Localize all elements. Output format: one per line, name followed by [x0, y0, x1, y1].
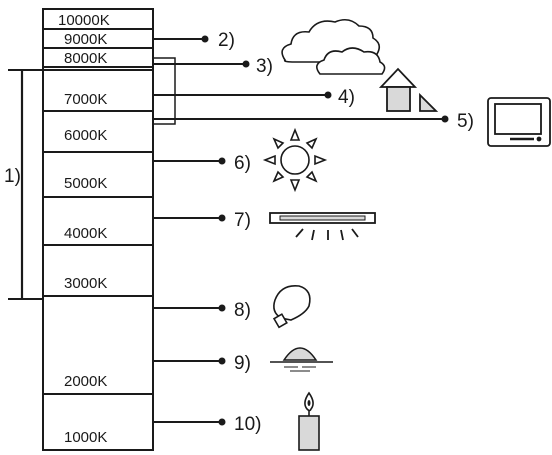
leader-dot: [218, 157, 226, 165]
cloud-icon: [281, 18, 386, 75]
scale-label-5000k: 5000K: [64, 175, 107, 192]
callout-label-7: 7): [234, 210, 251, 231]
scale-label-2000k: 2000K: [64, 373, 107, 390]
scale-label-9000k: 9000K: [64, 31, 107, 48]
callout-label-4: 4): [338, 87, 355, 108]
light-bulb-icon: [272, 284, 311, 329]
tv-monitor-icon: [487, 97, 551, 147]
callout-label-5: 5): [457, 111, 474, 132]
leader-dot: [218, 357, 226, 365]
leader-dot: [242, 60, 250, 68]
leader-dot: [218, 304, 226, 312]
scale-label-8000k: 8000K: [64, 50, 107, 67]
range-bracket: [152, 57, 176, 125]
scale-label-3000k: 3000K: [64, 275, 107, 292]
scale-label-10000k: 10000K: [58, 12, 110, 29]
scale-label-4000k: 4000K: [64, 225, 107, 242]
leader-dot: [218, 418, 226, 426]
house-shade-icon: [378, 67, 439, 112]
fluorescent-lamp-icon: [269, 212, 376, 241]
sun-icon: [262, 127, 328, 193]
scale-label-6000k: 6000K: [64, 127, 107, 144]
leader-dot: [201, 35, 209, 43]
callout-label-3: 3): [256, 56, 273, 77]
range-label: 1): [4, 166, 21, 187]
scale-label-1000k: 1000K: [64, 429, 107, 446]
candle-icon: [298, 391, 320, 451]
callout-label-9: 9): [234, 353, 251, 374]
callout-label-8: 8): [234, 300, 251, 321]
callout-label-6: 6): [234, 153, 251, 174]
leader-dot: [441, 115, 449, 123]
scale-label-7000k: 7000K: [64, 91, 107, 108]
leader-dot: [324, 91, 332, 99]
sunset-icon: [270, 347, 333, 372]
scale-column: [42, 8, 154, 451]
leader-dot: [218, 214, 226, 222]
callout-label-10: 10): [234, 414, 261, 435]
callout-label-2: 2): [218, 30, 235, 51]
